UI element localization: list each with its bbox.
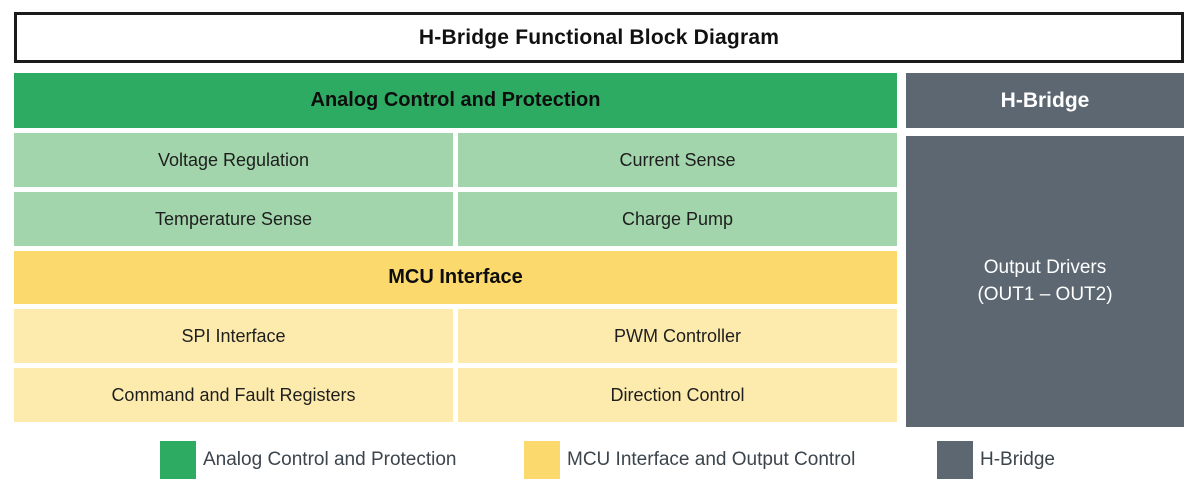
temperature-sense-label: Temperature Sense (154, 208, 313, 229)
hbridge-header-label: H-Bridge (1000, 88, 1090, 112)
block-charge-pump: Charge Pump (458, 192, 897, 246)
command-fault-registers-label: Command and Fault Registers (111, 384, 356, 405)
block-voltage-regulation: Voltage Regulation (14, 133, 453, 187)
legend-label-hbridge: H-Bridge (980, 448, 1055, 470)
block-spi-interface: SPI Interface (14, 309, 453, 363)
legend-label-analog: Analog Control and Protection (203, 448, 457, 470)
legend-swatch-yellow (524, 440, 560, 479)
legend-swatch-gray (937, 440, 973, 479)
legend-item-hbridge: H-Bridge (937, 439, 1055, 480)
diagram-title: H-Bridge Functional Block Diagram (418, 25, 780, 49)
legend-swatch-green (160, 440, 196, 479)
block-command-fault-registers: Command and Fault Registers (14, 368, 453, 422)
output-drivers-line2: (OUT1 – OUT2) (977, 283, 1113, 305)
output-drivers-line1: Output Drivers (983, 256, 1107, 278)
analog-control-header-label: Analog Control and Protection (310, 89, 601, 111)
legend-label-mcu: MCU Interface and Output Control (567, 448, 856, 470)
block-current-sense: Current Sense (458, 133, 897, 187)
spi-interface-label: SPI Interface (181, 325, 286, 346)
mcu-interface-header-block: MCU Interface (14, 251, 897, 304)
block-pwm-controller: PWM Controller (458, 309, 897, 363)
mcu-interface-header-label: MCU Interface (388, 266, 523, 288)
current-sense-label: Current Sense (619, 149, 736, 170)
legend-item-mcu: MCU Interface and Output Control (524, 439, 855, 480)
pwm-controller-label: PWM Controller (613, 325, 742, 346)
diagram-title-bar: H-Bridge Functional Block Diagram (14, 12, 1184, 63)
legend-item-analog: Analog Control and Protection (160, 439, 457, 480)
voltage-regulation-label: Voltage Regulation (157, 149, 310, 170)
block-direction-control: Direction Control (458, 368, 897, 422)
block-temperature-sense: Temperature Sense (14, 192, 453, 246)
charge-pump-label: Charge Pump (621, 208, 734, 229)
direction-control-label: Direction Control (610, 384, 745, 405)
hbridge-header-block: H-Bridge (906, 73, 1184, 128)
output-drivers-block: Output Drivers (OUT1 – OUT2) (906, 136, 1184, 427)
analog-control-header-block: Analog Control and Protection (14, 73, 897, 128)
